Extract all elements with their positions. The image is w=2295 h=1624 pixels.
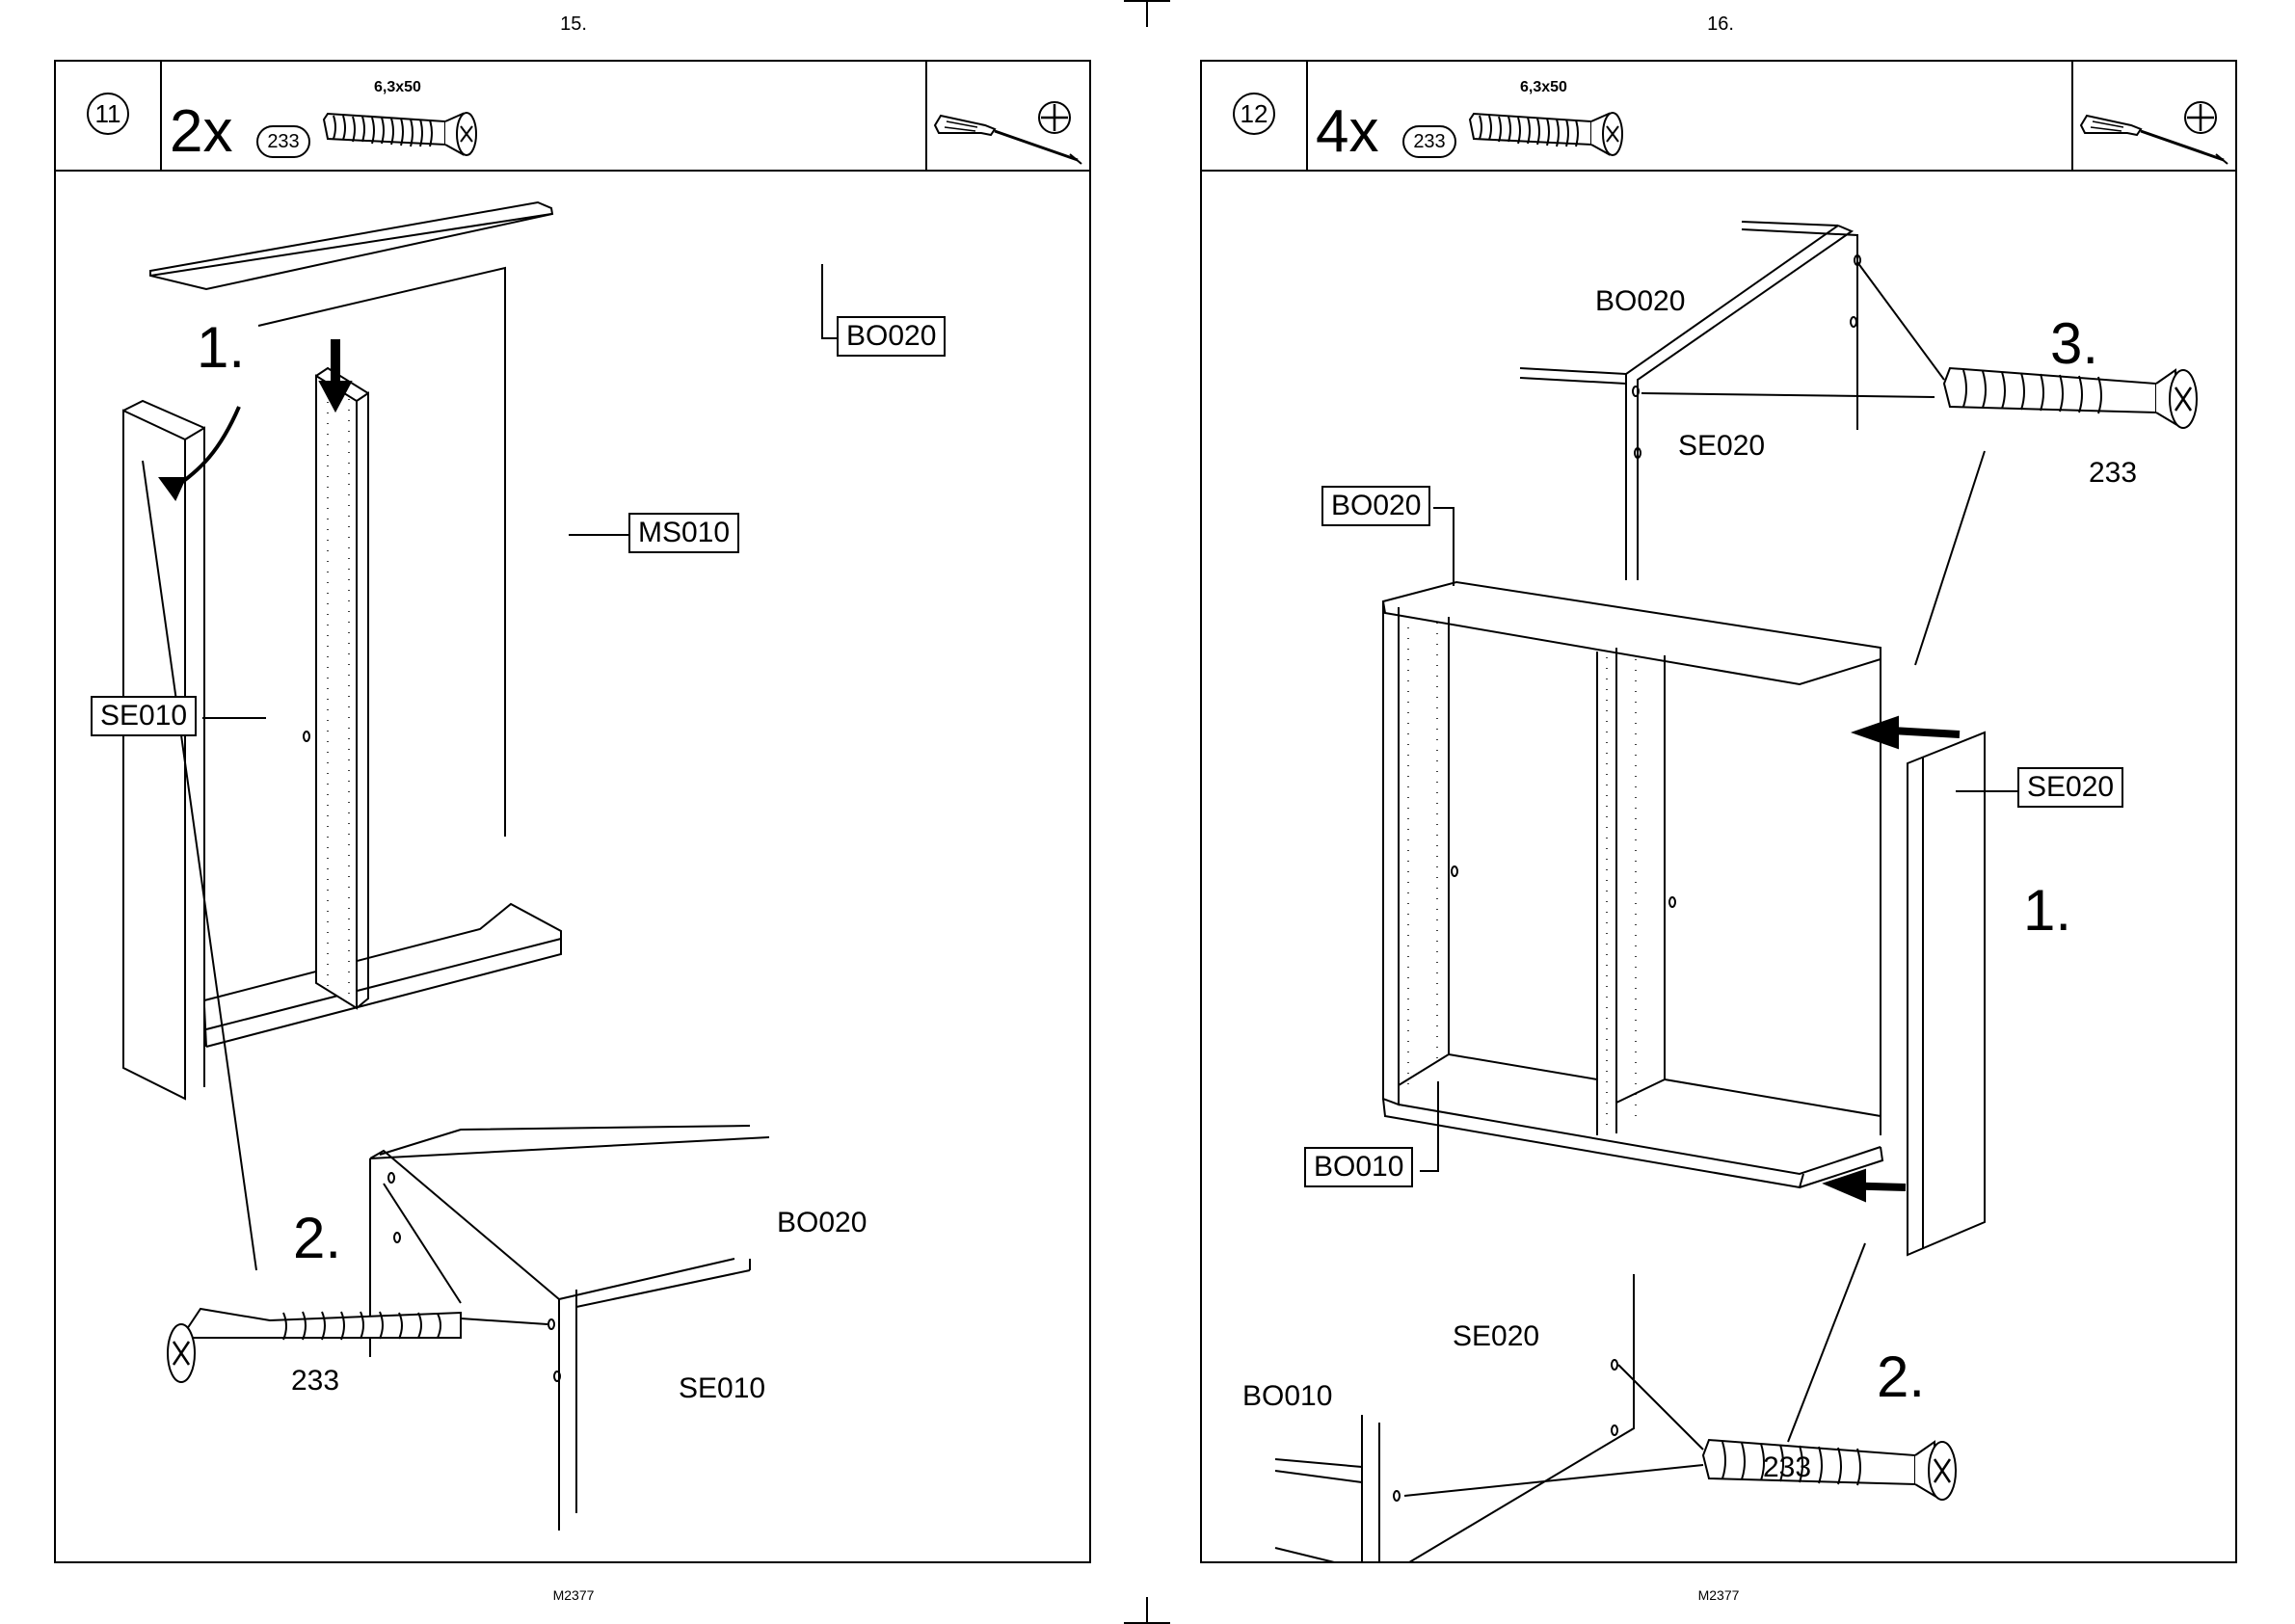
leader-bo020-v	[1453, 507, 1454, 586]
tool-cell	[925, 62, 1089, 170]
fold-mark-top	[1146, 0, 1148, 27]
page-number: 16.	[1672, 13, 1769, 36]
page-number: 15.	[525, 13, 622, 36]
instruction-panel-step-12: 12 4x 233 6,3x50	[1200, 60, 2237, 1563]
leader-bo020-v	[821, 264, 823, 337]
sub-step-1: 1.	[197, 314, 245, 381]
part-label-ms010: MS010	[628, 513, 739, 553]
tool-cell	[2071, 62, 2235, 170]
detail-label-se020-bottom: SE020	[1453, 1320, 1539, 1353]
part-number-badge: 233	[256, 125, 310, 158]
phillips-head-icon	[2181, 98, 2220, 137]
detail-label-se010: SE010	[679, 1372, 765, 1405]
page-footer: M2377	[1661, 1587, 1776, 1603]
part-number-badge: 233	[1402, 125, 1456, 158]
part-label-bo020: BO020	[837, 316, 946, 357]
cabinet-illustration	[1202, 172, 2235, 1561]
leader-bo020-h	[821, 337, 837, 339]
detail-label-bo010: BO010	[1242, 1380, 1332, 1413]
instruction-panel-step-11: 11 2x 233 6,3x50	[54, 60, 1091, 1563]
sub-step-2: 2.	[293, 1205, 341, 1271]
detail-label-bo020: BO020	[777, 1207, 867, 1239]
screw-part-number: 233	[291, 1365, 339, 1398]
step-number: 11	[87, 93, 129, 135]
assembly-drawing-step-12	[1202, 172, 2235, 1561]
phillips-head-icon	[1035, 98, 1074, 137]
step-number: 12	[1233, 93, 1275, 135]
screw-size: 6,3x50	[1520, 79, 1567, 96]
leader-se020	[1956, 790, 2017, 792]
screw-size: 6,3x50	[374, 79, 421, 96]
detail-label-se020-top: SE020	[1678, 430, 1765, 463]
fold-mark-top-h	[1124, 0, 1170, 2]
screw-part-number-bottom: 233	[1763, 1451, 1811, 1484]
leader-ms010	[569, 534, 628, 536]
part-label-se020: SE020	[2017, 767, 2123, 808]
leader-bo010-h	[1420, 1170, 1437, 1172]
detail-label-bo020: BO020	[1595, 285, 1685, 318]
leader-bo010-v	[1437, 1081, 1439, 1172]
step-header: 12 4x 233 6,3x50	[1202, 62, 2235, 172]
sub-step-2: 2.	[1877, 1344, 1925, 1410]
screw-part-number-top: 233	[2089, 457, 2137, 490]
part-label-bo010: BO010	[1304, 1147, 1413, 1187]
step-number-cell: 12	[1202, 62, 1308, 170]
sub-step-3: 3.	[2050, 310, 2098, 377]
step-header: 11 2x 233 6,3x50	[56, 62, 1089, 172]
leader-se010	[202, 717, 266, 719]
screw-icon	[318, 100, 486, 158]
screw-quantity: 4x	[1316, 102, 1378, 162]
step-number-cell: 11	[56, 62, 162, 170]
part-label-se010: SE010	[91, 696, 197, 736]
sub-step-1: 1.	[2023, 877, 2071, 944]
page-footer: M2377	[516, 1587, 631, 1603]
part-label-bo020: BO020	[1321, 486, 1430, 526]
leader-bo020-h	[1433, 507, 1453, 509]
fold-mark-bottom	[1146, 1597, 1148, 1624]
screw-icon	[1464, 100, 1632, 158]
screw-quantity: 2x	[170, 102, 232, 162]
